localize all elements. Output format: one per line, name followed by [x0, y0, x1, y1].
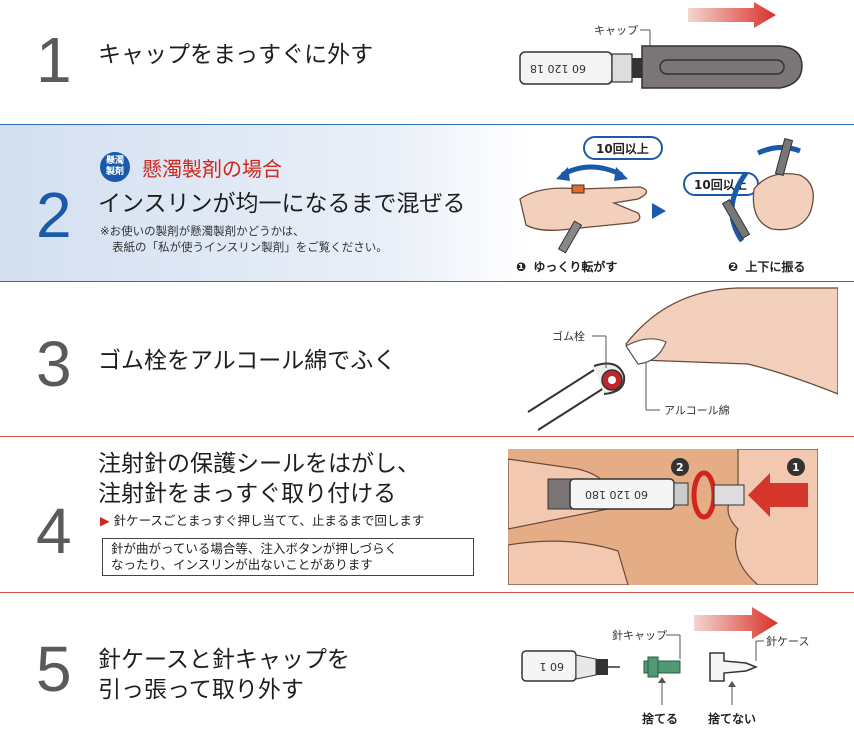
pull-arrow: [688, 2, 776, 28]
step-title: インスリンが均一になるまで混ぜる: [98, 191, 466, 217]
svg-text:❶ ゆっくり転がす: ❶ ゆっくり転がす: [516, 259, 617, 274]
marker-1: 1: [792, 461, 800, 474]
mixing-illustration: 10回以上 10回以上 ❶ ゆっくり転がす ❷ 上下に振る: [516, 136, 814, 274]
step-number: 5: [36, 633, 72, 705]
needle-case: [709, 652, 759, 682]
hands-rolling: [519, 186, 648, 231]
cotton-label: アルコール綿: [664, 403, 730, 417]
keep-label: 捨てない: [708, 711, 756, 726]
step-1: 1 キャップをまっすぐに外す キャップ 60 120 18: [0, 0, 854, 124]
twist-arrow: [691, 470, 717, 520]
condition-heading: 懸濁製剤の場合: [142, 157, 282, 181]
caption-left-num: ❶: [516, 260, 526, 274]
warning-line-2: なったり、インスリンが出ないことがあります: [111, 557, 373, 572]
dose-scale: 60 120 180: [585, 488, 648, 501]
divider: [0, 592, 854, 593]
step-title-line-1: 注射針の保護シールをはがし、: [98, 451, 420, 477]
note-line-1: ※お使いの製剤が懸濁製剤かどうかは、: [100, 224, 305, 238]
needle-case-label: 針ケース: [766, 634, 809, 648]
pull-arrow: [694, 607, 778, 639]
svg-text:❷ 上下に振る: ❷ 上下に振る: [728, 259, 805, 274]
step-3: 3 ゴム栓をアルコール綿でふく ゴム栓 アルコール綿: [0, 282, 854, 436]
marker-2: 2: [676, 461, 684, 474]
needle-remove-illustration: 60 1 針キャップ 針ケース 捨てる 捨てない: [521, 607, 809, 726]
rubber-label: ゴム栓: [552, 329, 585, 343]
count-right: 10回以上: [694, 177, 747, 192]
dose-scale: 60 120 18: [530, 62, 586, 75]
step-title: キャップをまっすぐに外す: [98, 42, 374, 68]
fingers-cotton: [625, 287, 838, 395]
play-marker-icon: ▶: [100, 513, 110, 528]
needle-attach-illustration: 60 120 180 2 1: [508, 449, 818, 585]
count-left: 10回以上: [596, 141, 649, 156]
rubber-stopper-illustration: ゴム栓 アルコール綿: [527, 287, 838, 431]
step-4: 4 注射針の保護シールをはがし、 注射針をまっすぐ取り付ける ▶ 針ケースごとま…: [0, 437, 854, 591]
step-title-line-2: 引っ張って取り外す: [98, 677, 304, 703]
warning-box: 針が曲がっている場合等、注入ボタンが押しづらく なったり、インスリンが出ないこと…: [102, 538, 474, 576]
step-2: 2 懸濁 製剤 懸濁製剤の場合 インスリンが均一になるまで混ぜる ※お使いの製剤…: [0, 125, 854, 281]
step-number: 2: [36, 179, 72, 251]
step-number: 1: [36, 24, 72, 96]
needle-cap-label: 針キャップ: [612, 628, 667, 642]
step-5: 5 針ケースと針キャップを 引っ張って取り外す 60 1 針キャップ 針ケース …: [0, 593, 854, 747]
divider: [0, 281, 854, 282]
divider: [0, 124, 854, 125]
dose-scale: 60 1: [540, 660, 565, 673]
cap-label: キャップ: [594, 24, 638, 37]
caption-left: ゆっくり転がす: [533, 259, 617, 274]
hand-shaking: [752, 172, 814, 231]
warning-line-1: 針が曲がっている場合等、注入ボタンが押しづらく: [111, 541, 398, 556]
step-number: 3: [36, 328, 72, 400]
note-line-2: 表紙の「私が使うインスリン製剤」をご覧ください。: [112, 240, 388, 254]
instruction-text: 針ケースごとまっすぐ押し当てて、止まるまで回します: [113, 513, 425, 528]
push-arrow: [748, 473, 808, 517]
pen-cap: [641, 45, 803, 89]
caption-right-num: ❷: [728, 260, 738, 274]
divider: [0, 436, 854, 437]
step-number: 4: [36, 495, 72, 567]
discard-label: 捨てる: [642, 711, 678, 726]
next-arrow: [652, 203, 666, 219]
pen-cap-illustration: キャップ 60 120 18: [519, 2, 803, 89]
needle-attach-drawing: 60 120 180 2 1: [508, 449, 818, 585]
step-title: ゴム栓をアルコール綿でふく: [98, 348, 397, 374]
step-title-line-2: 注射針をまっすぐ取り付ける: [98, 481, 397, 507]
caption-right: 上下に振る: [745, 259, 805, 274]
instruction: ▶ 針ケースごとまっすぐ押し当てて、止まるまで回します: [100, 510, 424, 529]
suspension-badge: 懸濁 製剤: [100, 152, 130, 182]
step-title-line-1: 針ケースと針キャップを: [98, 647, 350, 673]
